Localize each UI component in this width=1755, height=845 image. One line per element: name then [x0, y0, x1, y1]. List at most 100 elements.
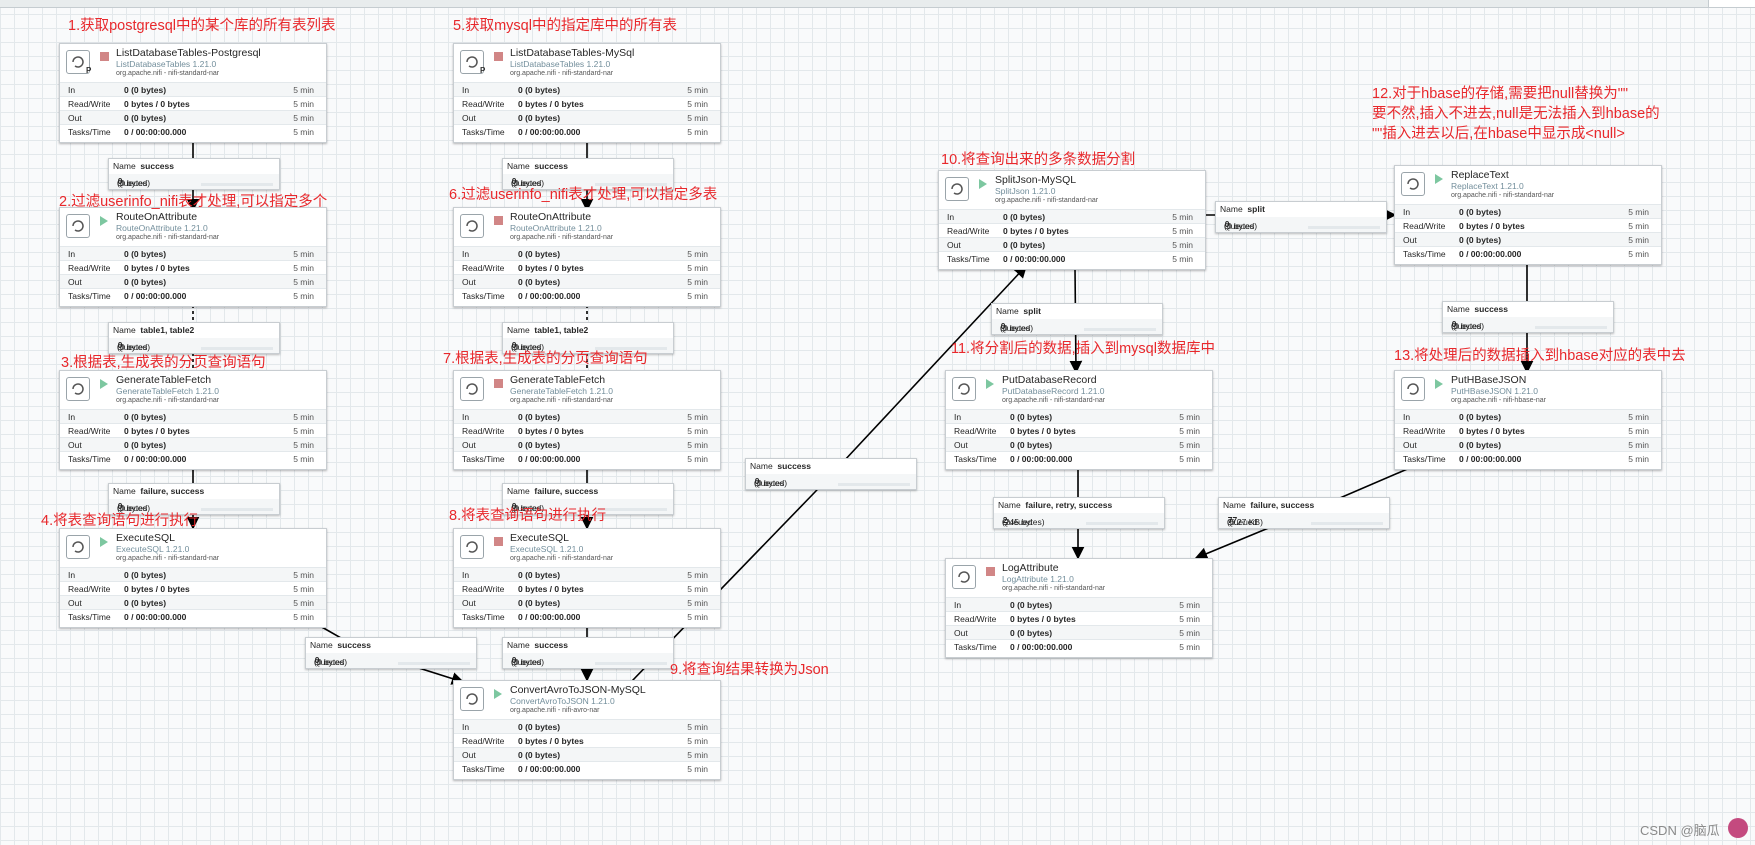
- processor-name: ListDatabaseTables-MySql: [510, 47, 635, 59]
- connection-label[interactable]: Name failure, success Queued 0 (0 bytes): [108, 483, 280, 515]
- processor-icon: [952, 565, 976, 589]
- processor-list-database-tables-postgresql[interactable]: P ListDatabaseTables-Postgresql ListData…: [59, 43, 327, 143]
- connection-label[interactable]: Name success Queued 0 (0 bytes): [502, 158, 674, 190]
- processor-bundle: org.apache.nifi - nifi-standard-nar: [510, 234, 614, 241]
- processor-bundle: org.apache.nifi - nifi-standard-nar: [116, 234, 220, 241]
- processor-execute-sql-mysql[interactable]: ExecuteSQL ExecuteSQL 1.21.0 org.apache.…: [453, 528, 721, 628]
- running-status-icon: [986, 379, 994, 389]
- processor-name: SplitJson-MySQL: [995, 174, 1077, 186]
- connection-label[interactable]: Name success Queued 0 (0 bytes): [108, 158, 280, 190]
- processor-route-on-attribute-mysql[interactable]: RouteOnAttribute RouteOnAttribute 1.21.0…: [453, 207, 721, 307]
- processor-icon: [66, 377, 90, 401]
- processor-icon: [460, 50, 484, 74]
- connection-label[interactable]: Name success Queued 0 (0 bytes): [305, 637, 477, 669]
- annotation-step-2: 2.过滤userinfo_nifi表才处理,可以指定多个: [59, 194, 328, 210]
- processor-convert-avro-to-json-mysql[interactable]: ConvertAvroToJSON-MySQL ConvertAvroToJSO…: [453, 680, 721, 780]
- processor-execute-sql-pg[interactable]: ExecuteSQL ExecuteSQL 1.21.0 org.apache.…: [59, 528, 327, 628]
- connection-label[interactable]: Name success Queued 0 (0 bytes): [1442, 301, 1614, 333]
- processor-name: PutDatabaseRecord: [1002, 374, 1097, 386]
- annotation-step-7: 7.根据表,生成表的分页查询语句: [443, 351, 648, 367]
- annotation-step-12-line-3: ""插入进去以后,在hbase中显示成<null>: [1372, 126, 1625, 142]
- processor-bundle: org.apache.nifi - nifi-standard-nar: [116, 555, 220, 562]
- processor-name: GenerateTableFetch: [510, 374, 606, 386]
- running-status-icon: [100, 537, 108, 547]
- processor-bundle: org.apache.nifi - nifi-standard-nar: [116, 397, 220, 404]
- connection-label[interactable]: Name failure, success Queued 77 (6.27 KB…: [1218, 497, 1390, 529]
- connection-label[interactable]: Name table1, table2 Queued 0 (0 bytes): [502, 322, 674, 354]
- processor-bundle: org.apache.nifi - nifi-standard-nar: [1002, 397, 1106, 404]
- connection-label[interactable]: Name failure, retry, success Queued 2 (2…: [993, 497, 1165, 529]
- processor-replace-text[interactable]: ReplaceText ReplaceText 1.21.0 org.apach…: [1394, 165, 1662, 265]
- canvas-corner-control[interactable]: [1708, 0, 1755, 8]
- processor-log-attribute[interactable]: LogAttribute LogAttribute 1.21.0 org.apa…: [945, 558, 1213, 658]
- processor-name: ReplaceText: [1451, 169, 1509, 181]
- processor-bundle: org.apache.nifi - nifi-avro-nar: [510, 707, 600, 714]
- processor-generate-table-fetch-pg[interactable]: GenerateTableFetch GenerateTableFetch 1.…: [59, 370, 327, 470]
- processor-icon: [460, 214, 484, 238]
- processor-bundle: org.apache.nifi - nifi-standard-nar: [1451, 192, 1555, 199]
- connection-label[interactable]: Name split Queued 0 (0 bytes): [1215, 201, 1387, 233]
- processor-type: ReplaceText 1.21.0: [1451, 181, 1524, 191]
- processor-generate-table-fetch-mysql[interactable]: GenerateTableFetch GenerateTableFetch 1.…: [453, 370, 721, 470]
- watermark-logo-icon: [1728, 818, 1748, 838]
- primary-node-badge: P: [480, 66, 486, 75]
- processor-icon: [66, 535, 90, 559]
- annotation-step-11: 11.将分割后的数据,插入到mysql数据库中: [951, 341, 1215, 357]
- processor-name: GenerateTableFetch: [116, 374, 212, 386]
- processor-type: SplitJson 1.21.0: [995, 186, 1056, 196]
- processor-name: PutHBaseJSON: [1451, 374, 1527, 386]
- running-status-icon: [100, 379, 108, 389]
- processor-type: ListDatabaseTables 1.21.0: [510, 59, 611, 69]
- processor-type: ListDatabaseTables 1.21.0: [116, 59, 217, 69]
- connection-label[interactable]: Name table1, table2 Queued 0 (0 bytes): [108, 322, 280, 354]
- processor-icon: [460, 687, 484, 711]
- processor-type: RouteOnAttribute 1.21.0: [116, 223, 208, 233]
- processor-put-database-record[interactable]: PutDatabaseRecord PutDatabaseRecord 1.21…: [945, 370, 1213, 470]
- running-status-icon: [100, 216, 108, 226]
- processor-type: GenerateTableFetch 1.21.0: [510, 386, 614, 396]
- processor-put-hbase-json[interactable]: PutHBaseJSON PutHBaseJSON 1.21.0 org.apa…: [1394, 370, 1662, 470]
- processor-split-json-mysql[interactable]: SplitJson-MySQL SplitJson 1.21.0 org.apa…: [938, 170, 1206, 270]
- processor-bundle: org.apache.nifi - nifi-hbase-nar: [1451, 397, 1546, 404]
- connection-label[interactable]: Name failure, success Queued 0 (0 bytes): [502, 483, 674, 515]
- annotation-step-1: 1.获取postgresql中的某个库的所有表列表: [68, 18, 336, 34]
- connection-label[interactable]: Name split Queued 0 (0 bytes): [991, 303, 1163, 335]
- annotation-step-3: 3.根据表,生成表的分页查询语句: [61, 355, 266, 371]
- processor-route-on-attribute-pg[interactable]: RouteOnAttribute RouteOnAttribute 1.21.0…: [59, 207, 327, 307]
- processor-type: ExecuteSQL 1.21.0: [116, 544, 190, 554]
- processor-bundle: org.apache.nifi - nifi-standard-nar: [1002, 585, 1106, 592]
- connection-label[interactable]: Name success Queued 0 (0 bytes): [502, 637, 674, 669]
- processor-type: LogAttribute 1.21.0: [1002, 574, 1074, 584]
- annotation-step-6: 6.过滤userinfo_nifi表才处理,可以指定多表: [449, 187, 718, 203]
- processor-list-database-tables-mysql[interactable]: P ListDatabaseTables-MySql ListDatabaseT…: [453, 43, 721, 143]
- connection-label[interactable]: Name success Queued 0 (0 bytes): [745, 458, 917, 490]
- processor-icon: [66, 214, 90, 238]
- processor-type: PutHBaseJSON 1.21.0: [1451, 386, 1538, 396]
